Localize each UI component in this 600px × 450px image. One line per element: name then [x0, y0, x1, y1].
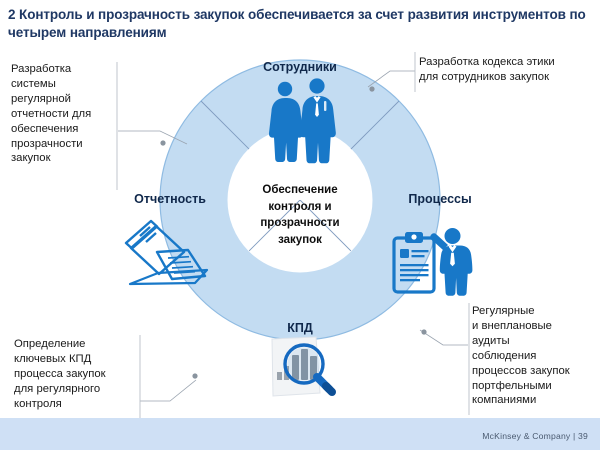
segment-label-reporting[interactable]: Отчетность [134, 192, 206, 206]
callout-connector-dots [160, 86, 427, 379]
callout-connectors [118, 70, 468, 402]
center-text-line-3: прозрачности [260, 217, 340, 230]
callout-audits-text: Регулярные и внеплановые аудиты соблюден… [472, 305, 570, 407]
center-text-line-2: контроля и [268, 200, 332, 213]
callout-ethics-text: Разработка кодекса этики для сотрудников… [419, 56, 555, 83]
laptop-documents-icon [124, 219, 209, 286]
divider-sw [200, 199, 301, 273]
connector-dot-ethics [369, 86, 375, 92]
callout-kpd-text: Определение ключевых КПД процесса закупо… [14, 338, 106, 410]
two-business-people-icon [268, 78, 336, 164]
connector-reporting [118, 130, 188, 145]
center-text-line-1: Обеспечение [262, 184, 338, 196]
connector-ethics [367, 70, 415, 88]
center-text-block: Обеспечение контроля и прозрачности заку… [228, 182, 372, 249]
callout-reporting-text: Разработка системы регулярной отчетности… [11, 63, 92, 165]
connector-audits [419, 329, 468, 346]
page-title: 2 Контроль и прозрачность закупок обеспе… [8, 7, 586, 41]
footer-brand-text: McKinsey & Company | 39 [482, 431, 588, 441]
center-text-line-4: закупок [278, 234, 322, 247]
callout-brackets [116, 52, 470, 418]
segment-label-kpd[interactable]: КПД [287, 321, 313, 335]
segment-label-processes[interactable]: Процессы [408, 192, 472, 206]
connector-dot-kpd [192, 373, 198, 379]
divider-se [299, 199, 400, 273]
chart-magnifier-icon [271, 336, 336, 397]
footer-bar [0, 418, 600, 450]
connector-dot-audits [421, 329, 427, 335]
connector-kpd [140, 379, 197, 402]
clipboard-and-person-icon [392, 228, 473, 296]
segment-label-staff[interactable]: Сотрудники [263, 60, 337, 74]
connector-dot-reporting [160, 140, 166, 146]
